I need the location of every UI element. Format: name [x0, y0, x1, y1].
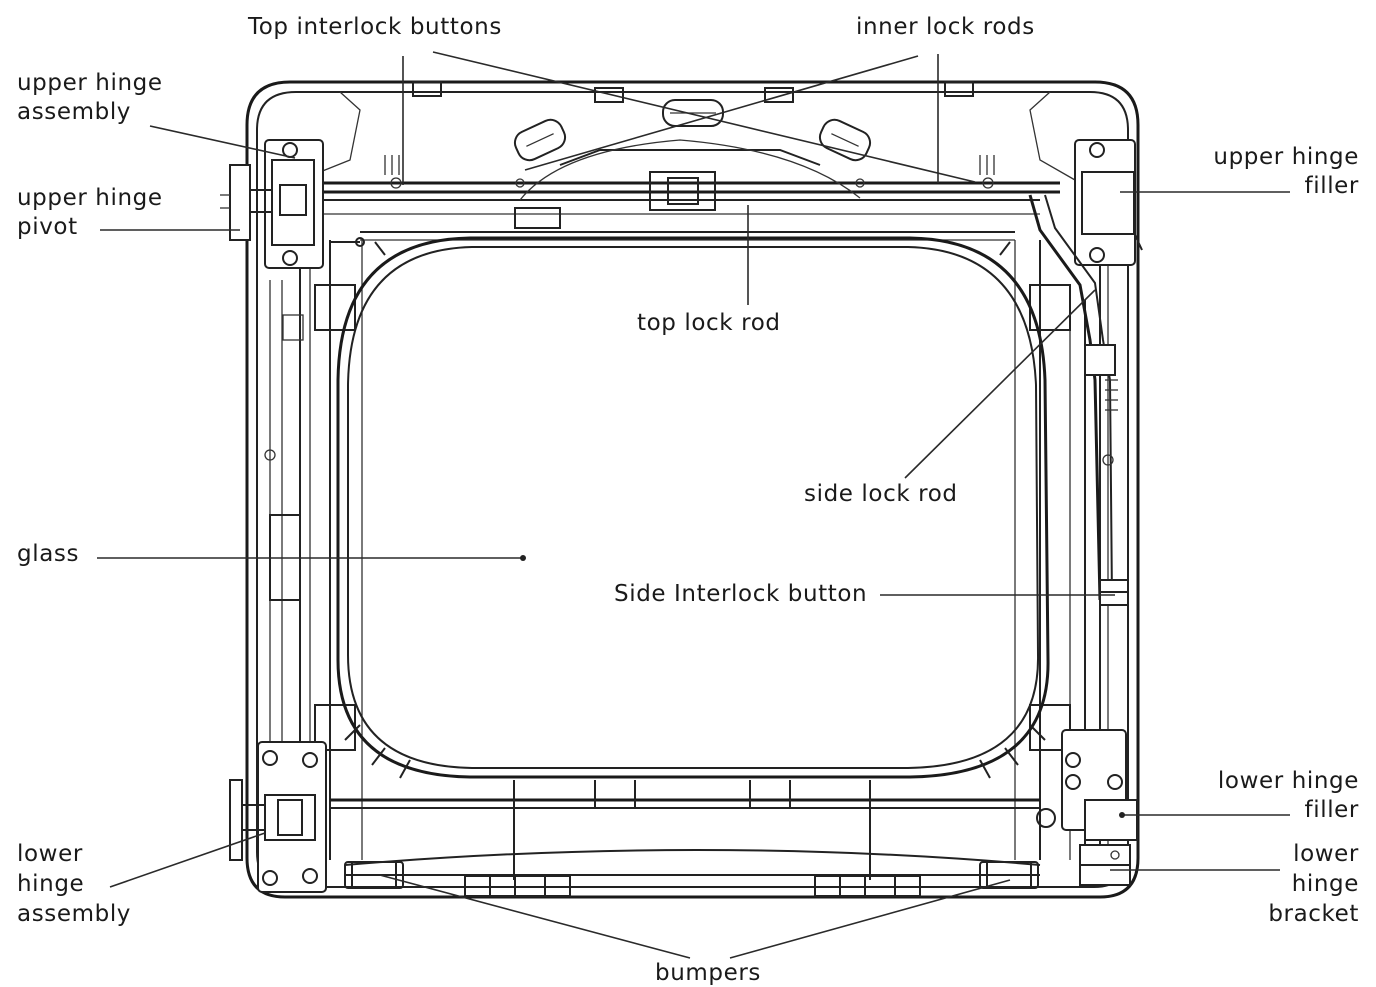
label-side-lock-rod: side lock rod	[804, 481, 958, 507]
label-inner-lock-rods: inner lock rods	[856, 14, 1035, 40]
label-lower-hinge-assembly-line2: hinge	[17, 871, 84, 897]
label-top-lock-rod: top lock rod	[637, 310, 781, 336]
label-upper-hinge-filler-line1: upper hinge	[1213, 144, 1359, 170]
label-upper-hinge-assembly-line2: assembly	[17, 99, 131, 125]
label-top-interlock-buttons: Top interlock buttons	[247, 14, 502, 40]
label-lower-hinge-assembly-line1: lower	[17, 841, 83, 867]
label-upper-hinge-filler-line2: filler	[1305, 173, 1359, 199]
label-upper-hinge-pivot-line2: pivot	[17, 214, 78, 240]
label-side-interlock-button: Side Interlock button	[614, 581, 867, 607]
label-lower-hinge-filler-line2: filler	[1305, 797, 1359, 823]
label-upper-hinge-pivot-line1: upper hinge	[17, 185, 163, 211]
label-lower-hinge-bracket-line3: bracket	[1268, 901, 1359, 927]
label-lower-hinge-assembly-line3: assembly	[17, 901, 131, 927]
door-frame-drawing	[220, 80, 1143, 899]
label-lower-hinge-bracket-line2: hinge	[1292, 871, 1359, 897]
leader-lines	[97, 51, 1290, 959]
label-glass: glass	[17, 541, 79, 567]
label-upper-hinge-assembly-line1: upper hinge	[17, 70, 163, 96]
label-lower-hinge-filler-line1: lower hinge	[1218, 768, 1359, 794]
label-lower-hinge-bracket-line1: lower	[1293, 841, 1359, 867]
labels: Top interlock buttons inner lock rods up…	[17, 14, 1359, 986]
label-bumpers: bumpers	[655, 960, 761, 986]
